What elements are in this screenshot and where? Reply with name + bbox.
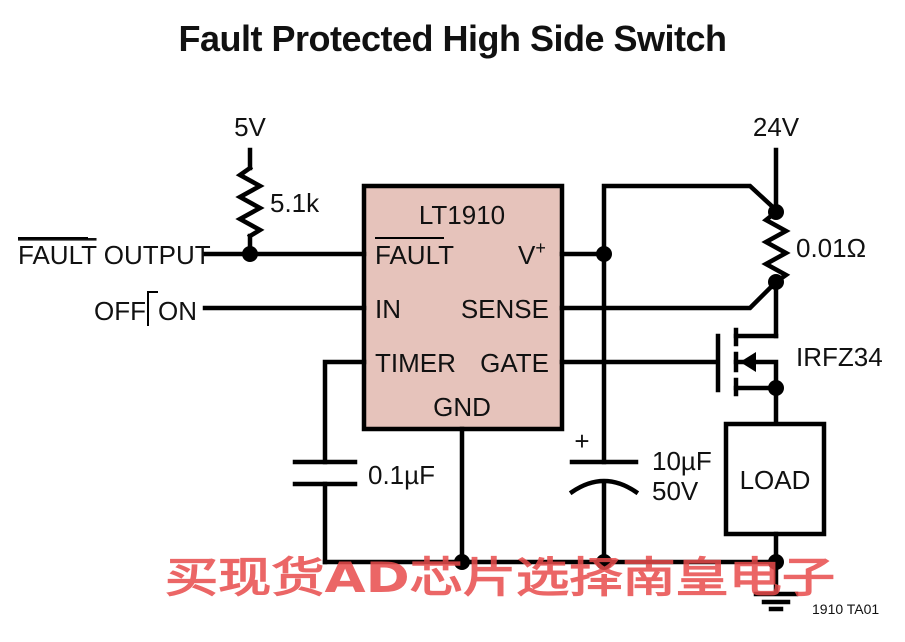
resistor-sense — [761, 208, 791, 286]
label-sense-resistor: 0.01Ω — [796, 233, 866, 263]
label-pullup-resistor: 5.1k — [270, 188, 320, 218]
pin-timer: TIMER — [375, 348, 456, 378]
diagram-title: Fault Protected High Side Switch — [178, 18, 727, 59]
figure-id: 1910 TA01 — [812, 601, 879, 617]
label-fault-output-bar: FAULT — [18, 240, 97, 270]
resistor-pullup — [235, 164, 265, 240]
label-off: OFF — [94, 296, 146, 326]
node-fault — [242, 246, 258, 262]
wire-bulk-cap-top — [601, 183, 780, 465]
watermark: 买现货AD芯片选择南皇电子 — [165, 553, 835, 602]
ic-body — [361, 183, 565, 432]
label-fault-output: FAULT OUTPUT — [18, 240, 211, 270]
label-cap-polarity: + — [574, 426, 589, 456]
label-bulk-cap-value: 10µF — [652, 446, 712, 476]
node-gnd-ic — [454, 554, 470, 570]
pin-vplus-sup: + — [535, 238, 546, 258]
label-load: LOAD — [740, 465, 811, 495]
load-box — [723, 421, 827, 537]
label-timer-cap: 0.1µF — [368, 460, 435, 490]
node-vplus — [596, 246, 612, 262]
label-24v: 24V — [753, 112, 800, 142]
pin-sense: SENSE — [461, 294, 549, 324]
label-on: ON — [158, 296, 197, 326]
label-mosfet: IRFZ34 — [796, 342, 883, 372]
pin-vplus: V+ — [518, 238, 546, 270]
label-fault-output-rest: OUTPUT — [97, 240, 211, 270]
pin-in: IN — [375, 294, 401, 324]
mosfet-arrow — [740, 352, 756, 372]
pin-vplus-v: V — [518, 240, 536, 270]
wire-timer — [322, 359, 367, 465]
pin-gate: GATE — [480, 348, 549, 378]
off-on-step — [147, 291, 158, 326]
wire-sense — [559, 278, 780, 311]
ic-name: LT1910 — [419, 200, 505, 230]
pin-gnd: GND — [433, 392, 491, 422]
label-5v: 5V — [234, 112, 266, 142]
pin-fault: FAULT — [375, 240, 454, 270]
label-bulk-cap-voltage: 50V — [652, 476, 699, 506]
